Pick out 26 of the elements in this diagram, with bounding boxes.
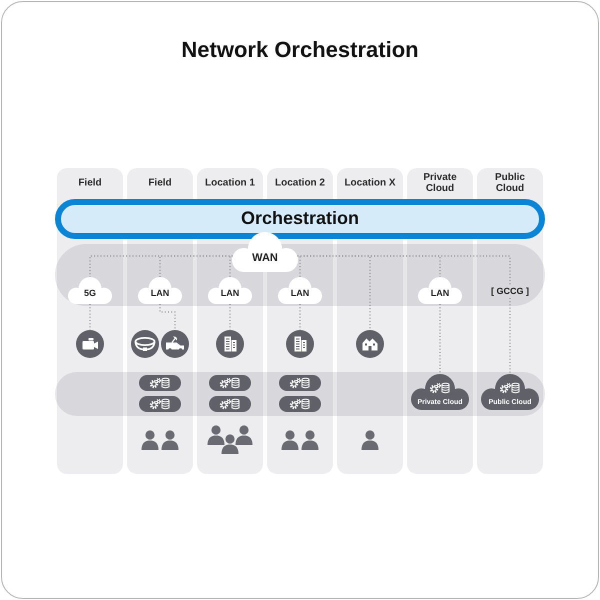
dotted-connector — [160, 304, 176, 330]
cloud-label: WAN — [252, 252, 278, 264]
office-building-icon — [216, 330, 244, 358]
cloud-label: LAN — [220, 289, 240, 300]
cloud-label: 5G — [84, 289, 96, 300]
cloud-label: LAN — [290, 289, 310, 300]
column-heading: Public Cloud — [494, 172, 526, 194]
cloud-label: LAN — [430, 289, 450, 300]
column-heading: Location 2 — [275, 178, 325, 188]
column-heading: Location 1 — [205, 178, 255, 188]
column-heading: Field — [78, 178, 102, 188]
band-title: Orchestration — [240, 209, 360, 229]
dotted-connector — [296, 256, 300, 278]
diagram-title: Network Orchestration — [181, 37, 419, 63]
office-building-icon — [286, 330, 314, 358]
dotted-connector — [230, 256, 234, 278]
video-camera-icon — [76, 330, 104, 358]
column-heading: Field — [148, 178, 172, 188]
orchestration-band — [55, 199, 545, 239]
house-icon — [356, 330, 384, 358]
satellite-van-icon — [161, 330, 189, 358]
column-heading: Private Cloud — [422, 172, 458, 194]
stadium-icon — [131, 330, 159, 358]
column-heading: Location X — [344, 178, 396, 188]
network-label: [ GCCG ] — [491, 287, 529, 297]
cloud-label: LAN — [150, 289, 170, 300]
